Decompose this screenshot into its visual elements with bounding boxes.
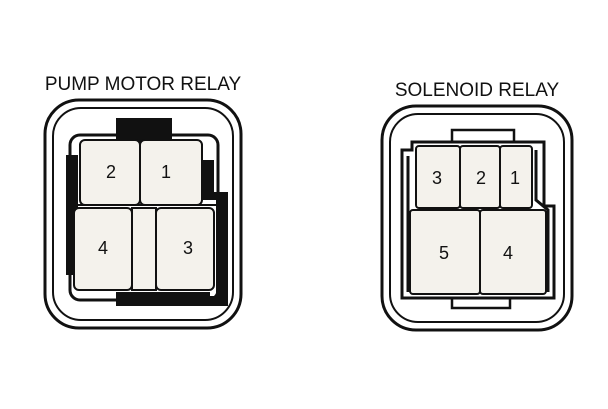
solenoid-relay: SOLENOID RELAY 3 2 1 5 4 [380, 80, 574, 332]
pump-outer-housing [43, 98, 243, 330]
pump-motor-relay: PUMP MOTOR RELAY 2 1 4 3 [43, 74, 243, 330]
pump-terminal-3 [155, 207, 215, 291]
solenoid-terminal-4 [479, 209, 547, 295]
solenoid-right-guide [534, 150, 550, 292]
pump-pin-label: 2 [106, 162, 116, 182]
solenoid-pin-label: 1 [510, 168, 520, 188]
solenoid-pin-label: 5 [439, 243, 449, 263]
solenoid-outer-housing [380, 104, 574, 332]
solenoid-pin-label: 4 [503, 243, 513, 263]
pump-pin-label: 3 [183, 238, 193, 258]
pump-motor-relay-title: PUMP MOTOR RELAY [45, 74, 242, 95]
pump-top-lock-tab [116, 118, 172, 142]
solenoid-pin-label: 2 [476, 168, 486, 188]
solenoid-pin-label: 3 [432, 168, 442, 188]
pump-inner-housing [52, 107, 234, 321]
pump-pin-label: 1 [161, 162, 171, 182]
solenoid-terminal-1 [499, 145, 533, 209]
solenoid-top-lock-tab [450, 128, 516, 144]
solenoid-relay-title: SOLENOID RELAY [395, 80, 560, 101]
pump-terminal-1 [139, 139, 203, 206]
pump-terminal-spacer [131, 207, 157, 291]
pump-bottom-lock-tab [116, 292, 210, 306]
solenoid-inner-housing [389, 113, 565, 323]
pump-right-guide [196, 160, 228, 306]
pump-pin-label: 4 [98, 238, 108, 258]
solenoid-bottom-lock-tab [450, 296, 512, 310]
